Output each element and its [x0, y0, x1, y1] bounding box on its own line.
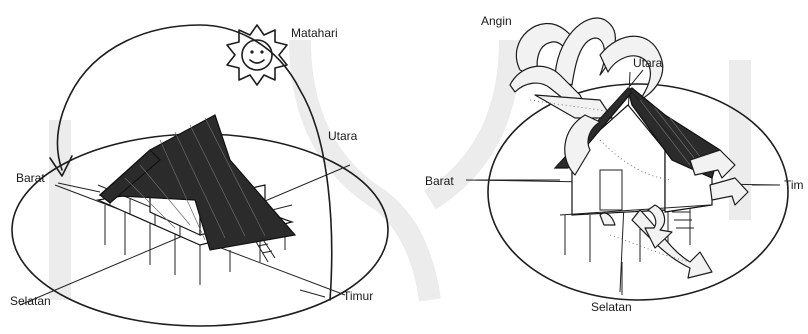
label-north-left: Utara: [328, 129, 358, 143]
label-sun: Matahari: [291, 26, 338, 40]
label-wind: Angin: [481, 14, 512, 28]
label-east-right: Tim: [784, 178, 804, 192]
label-west-left: Barat: [16, 171, 45, 185]
label-north-right: Utara: [633, 56, 663, 70]
label-south-right: Selatan: [591, 300, 632, 314]
sun-icon: [227, 25, 287, 85]
label-east-left: Timur: [343, 289, 373, 303]
label-west-right: Barat: [425, 174, 454, 188]
label-south-left: Selatan: [10, 294, 51, 308]
